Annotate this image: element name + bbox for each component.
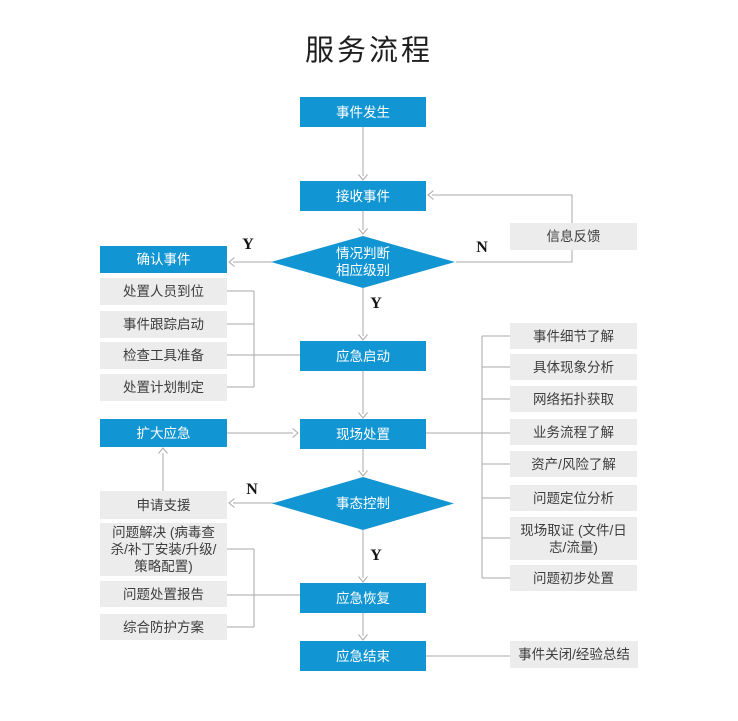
task-plan-make: 处置计划制定 [100,374,227,401]
task-phenomenon-analysis: 具体现象分析 [510,354,637,380]
arrow-down-icon [358,634,368,641]
node-closure: 事件关闭/经验总结 [510,641,638,668]
label-yes-to-recover: Y [370,547,382,564]
task-problem-locate: 问题定位分析 [510,485,637,511]
task-business-learn: 业务流程了解 [510,419,637,445]
arrow-down-icon [358,334,368,341]
task-asset-risk: 资产/风险了解 [510,451,637,477]
arrow-up-icon [158,447,168,454]
arrow-left-icon [228,257,235,267]
node-emergency-end: 应急结束 [300,641,426,671]
task-tracking-start: 事件跟踪启动 [100,311,227,338]
task-personnel-in-place: 处置人员到位 [100,278,227,305]
arrow-right-icon [292,428,299,438]
arrow-down-icon [358,412,368,419]
task-topology-fetch: 网络拓扑获取 [510,386,637,412]
decision-level-line2: 相应级别 [336,263,390,278]
arrow-down-icon [358,576,368,583]
node-event-occur: 事件发生 [300,97,426,127]
arrow-left-icon [228,498,235,508]
task-tool-check: 检查工具准备 [100,342,227,369]
node-emergency-recover: 应急恢复 [300,583,426,613]
task-handle-report: 问题处置报告 [100,581,227,607]
node-feedback: 信息反馈 [510,223,637,250]
task-detail-learn: 事件细节了解 [510,323,637,349]
arrow-left-icon [427,190,434,200]
decision-level-line1: 情况判断 [336,246,390,261]
task-defense-plan: 综合防护方案 [100,614,227,640]
page-title: 服务流程 [304,35,433,67]
decision-control-label: 事态控制 [336,496,390,511]
task-initial-handle: 问题初步处置 [510,565,637,591]
node-onsite-handle: 现场处置 [300,419,426,449]
label-no-decision1: N [476,239,488,256]
node-confirm-event: 确认事件 [100,246,227,273]
label-no-decision2: N [246,481,258,498]
label-yes-decision1: Y [242,236,254,253]
label-yes-to-start: Y [370,295,382,312]
arrow-down-icon [358,228,368,235]
arrow-down-icon [358,470,368,477]
arrow-down-icon [358,174,368,181]
node-receive-event: 接收事件 [300,181,426,211]
task-problem-solve: 问题解决 (病毒查杀/补丁安装/升级/策略配置) [100,523,227,576]
node-emergency-start: 应急启动 [300,341,426,371]
task-request-support: 申请支援 [100,491,227,519]
task-evidence-collect: 现场取证 (文件/日志/流量) [510,517,637,560]
node-expand-emergency: 扩大应急 [100,419,227,447]
